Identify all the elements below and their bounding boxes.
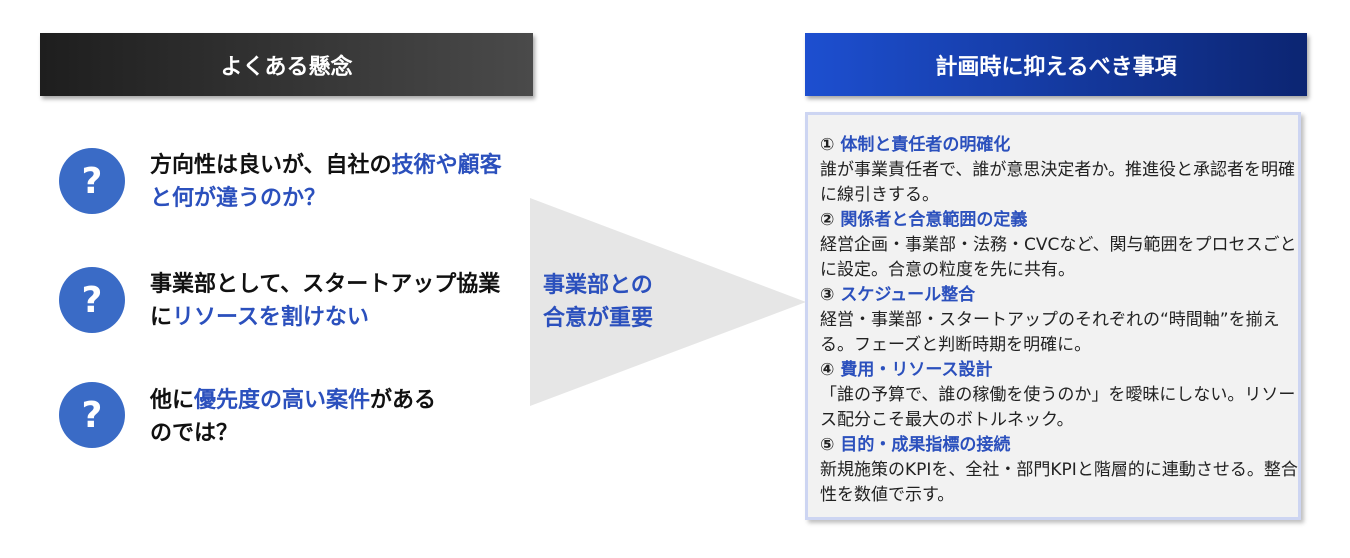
question-icon: ?: [59, 148, 125, 214]
item-title: ② 関係者と合意範囲の定義: [820, 208, 1298, 233]
concern-segment: があるのでは？: [150, 388, 437, 446]
center-message-line: 事業部との: [543, 273, 653, 298]
concern-segment: 優先度の高い案件: [194, 388, 371, 413]
item-body: 経営企画・事業部・法務・CVCなど、関与範囲をプロセスごとに設定。合意の粒度を先…: [820, 235, 1297, 280]
concern-text: 方向性は良いが、自社の技術や顧客と何が違うのか？: [150, 149, 510, 215]
item-title-text: 費用・リソース設計: [840, 360, 993, 380]
item-number: ⑤: [820, 435, 835, 455]
item-title-text: スケジュール整合: [840, 285, 976, 305]
concern-segment: 他に: [150, 388, 195, 413]
question-icon: ?: [59, 267, 125, 333]
concern-segment: 事業部として、スタートアップ協業に: [150, 272, 501, 330]
item-title: ④ 費用・リソース設計: [820, 358, 1298, 383]
concern-text: 他に優先度の高い案件があるのでは？: [150, 384, 450, 450]
item-number: ③: [820, 285, 835, 305]
center-message-line: 合意が重要: [543, 306, 654, 331]
header-label: 計画時に抑えるべき事項: [935, 54, 1177, 80]
item-title-text: 関係者と合意範囲の定義: [840, 210, 1028, 230]
item-title-text: 体制と責任者の明確化: [840, 135, 1011, 155]
item-body: 「誰の予算で、誰の稼働を使うのか」を曖昧にしない。リソース配分こそ最大のボトルネ…: [820, 385, 1296, 430]
arrow-triangle: [530, 198, 806, 406]
item-title: ③ スケジュール整合: [820, 283, 1298, 308]
question-icon: ?: [59, 382, 125, 448]
item-body: 誰が事業責任者で、誰が意思決定者か。推進役と承認者を明確に線引きする。: [820, 160, 1295, 205]
concern-segment: リソースを割けない: [172, 305, 369, 330]
concern-text: 事業部として、スタートアップ協業にリソースを割けない: [150, 268, 510, 334]
item-number: ④: [820, 360, 835, 380]
item-body: 新規施策のKPIを、全社・部門KPIと階層的に連動させる。整合性を数値で示す。: [820, 460, 1298, 505]
item-body: 経営・事業部・スタートアップのそれぞれの“時間軸”を揃える。フェーズと判断時期を…: [820, 310, 1280, 355]
concern-segment: 方向性は良いが、自社の: [150, 153, 392, 178]
center-message: 事業部との 合意が重要: [543, 269, 653, 335]
item-title: ① 体制と責任者の明確化: [820, 133, 1298, 158]
concern-segment: 技術や顧客と何が違うのか？: [150, 153, 502, 211]
item-title: ⑤ 目的・成果指標の接続: [820, 433, 1298, 458]
item-title-text: 目的・成果指標の接続: [840, 435, 1011, 455]
item-number: ②: [820, 210, 835, 230]
item-number: ①: [820, 135, 835, 155]
planning-items-panel: ① 体制と責任者の明確化誰が事業責任者で、誰が意思決定者か。推進役と承認者を明確…: [805, 112, 1301, 520]
planning-items-header: 計画時に抑えるべき事項: [805, 33, 1307, 96]
common-concerns-header: よくある懸念: [40, 33, 533, 96]
header-label: よくある懸念: [220, 54, 353, 80]
